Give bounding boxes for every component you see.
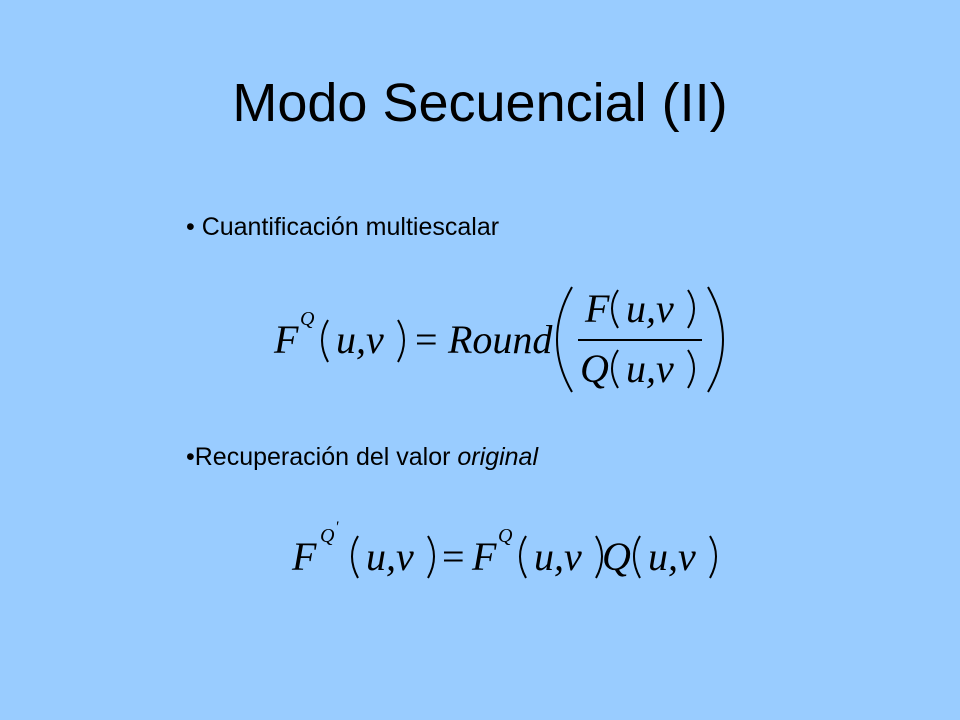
bullet-recovery: •Recuperación del valor original (186, 442, 538, 472)
f2-lhs-open-paren (351, 535, 359, 579)
f2-lhs-symbol: F (291, 534, 317, 579)
f1-den-close-paren (687, 349, 695, 389)
f1-numerator-args: u,v (626, 286, 674, 331)
f2-rhs-close-paren (595, 535, 603, 579)
f2-factor-args: u,v (648, 534, 696, 579)
f1-function-name: Round (447, 317, 553, 362)
f1-big-close-paren (707, 286, 724, 393)
f1-lhs-symbol: F (273, 317, 299, 362)
recovery-formula: F Q ' u,v = F Q u,v Q u,v (291, 519, 717, 579)
f1-lhs-open-paren (321, 319, 329, 363)
bullet-recovery-emphasis: original (457, 443, 539, 471)
f1-lhs-superscript: Q (300, 308, 315, 330)
f1-den-open-paren (611, 349, 619, 389)
f1-denominator-args: u,v (626, 346, 674, 391)
f2-factor-symbol: Q (602, 534, 631, 579)
f2-rhs-symbol: F (471, 534, 497, 579)
f1-lhs-args: u,v (336, 317, 384, 362)
f2-rhs-open-paren (519, 535, 527, 579)
f2-rhs-superscript: Q (498, 525, 513, 547)
f2-lhs-prime: ' (335, 519, 339, 536)
f1-big-open-paren (556, 286, 573, 393)
quantization-formula: F Q u,v = Round F u,v Q u,v (273, 286, 724, 393)
f2-rhs-args: u,v (534, 534, 582, 579)
slide-title: Modo Secuencial (II) (232, 73, 728, 133)
bullet-quantization: • Cuantificación multiescalar (186, 213, 500, 241)
f1-num-close-paren (687, 289, 695, 329)
f2-equals: = (442, 534, 465, 579)
f2-factor-open-paren (633, 535, 641, 579)
f2-lhs-close-paren (427, 535, 435, 579)
f2-lhs-superscript: Q (320, 525, 335, 547)
f1-equals: = (415, 317, 438, 362)
f1-denominator-symbol: Q (580, 346, 609, 391)
f1-numerator-symbol: F (584, 286, 610, 331)
bullet-recovery-text: •Recuperación del valor (186, 443, 458, 471)
f1-lhs-close-paren (397, 319, 405, 363)
f2-lhs-args: u,v (366, 534, 414, 579)
f2-factor-close-paren (709, 535, 717, 579)
f1-num-open-paren (611, 289, 619, 329)
